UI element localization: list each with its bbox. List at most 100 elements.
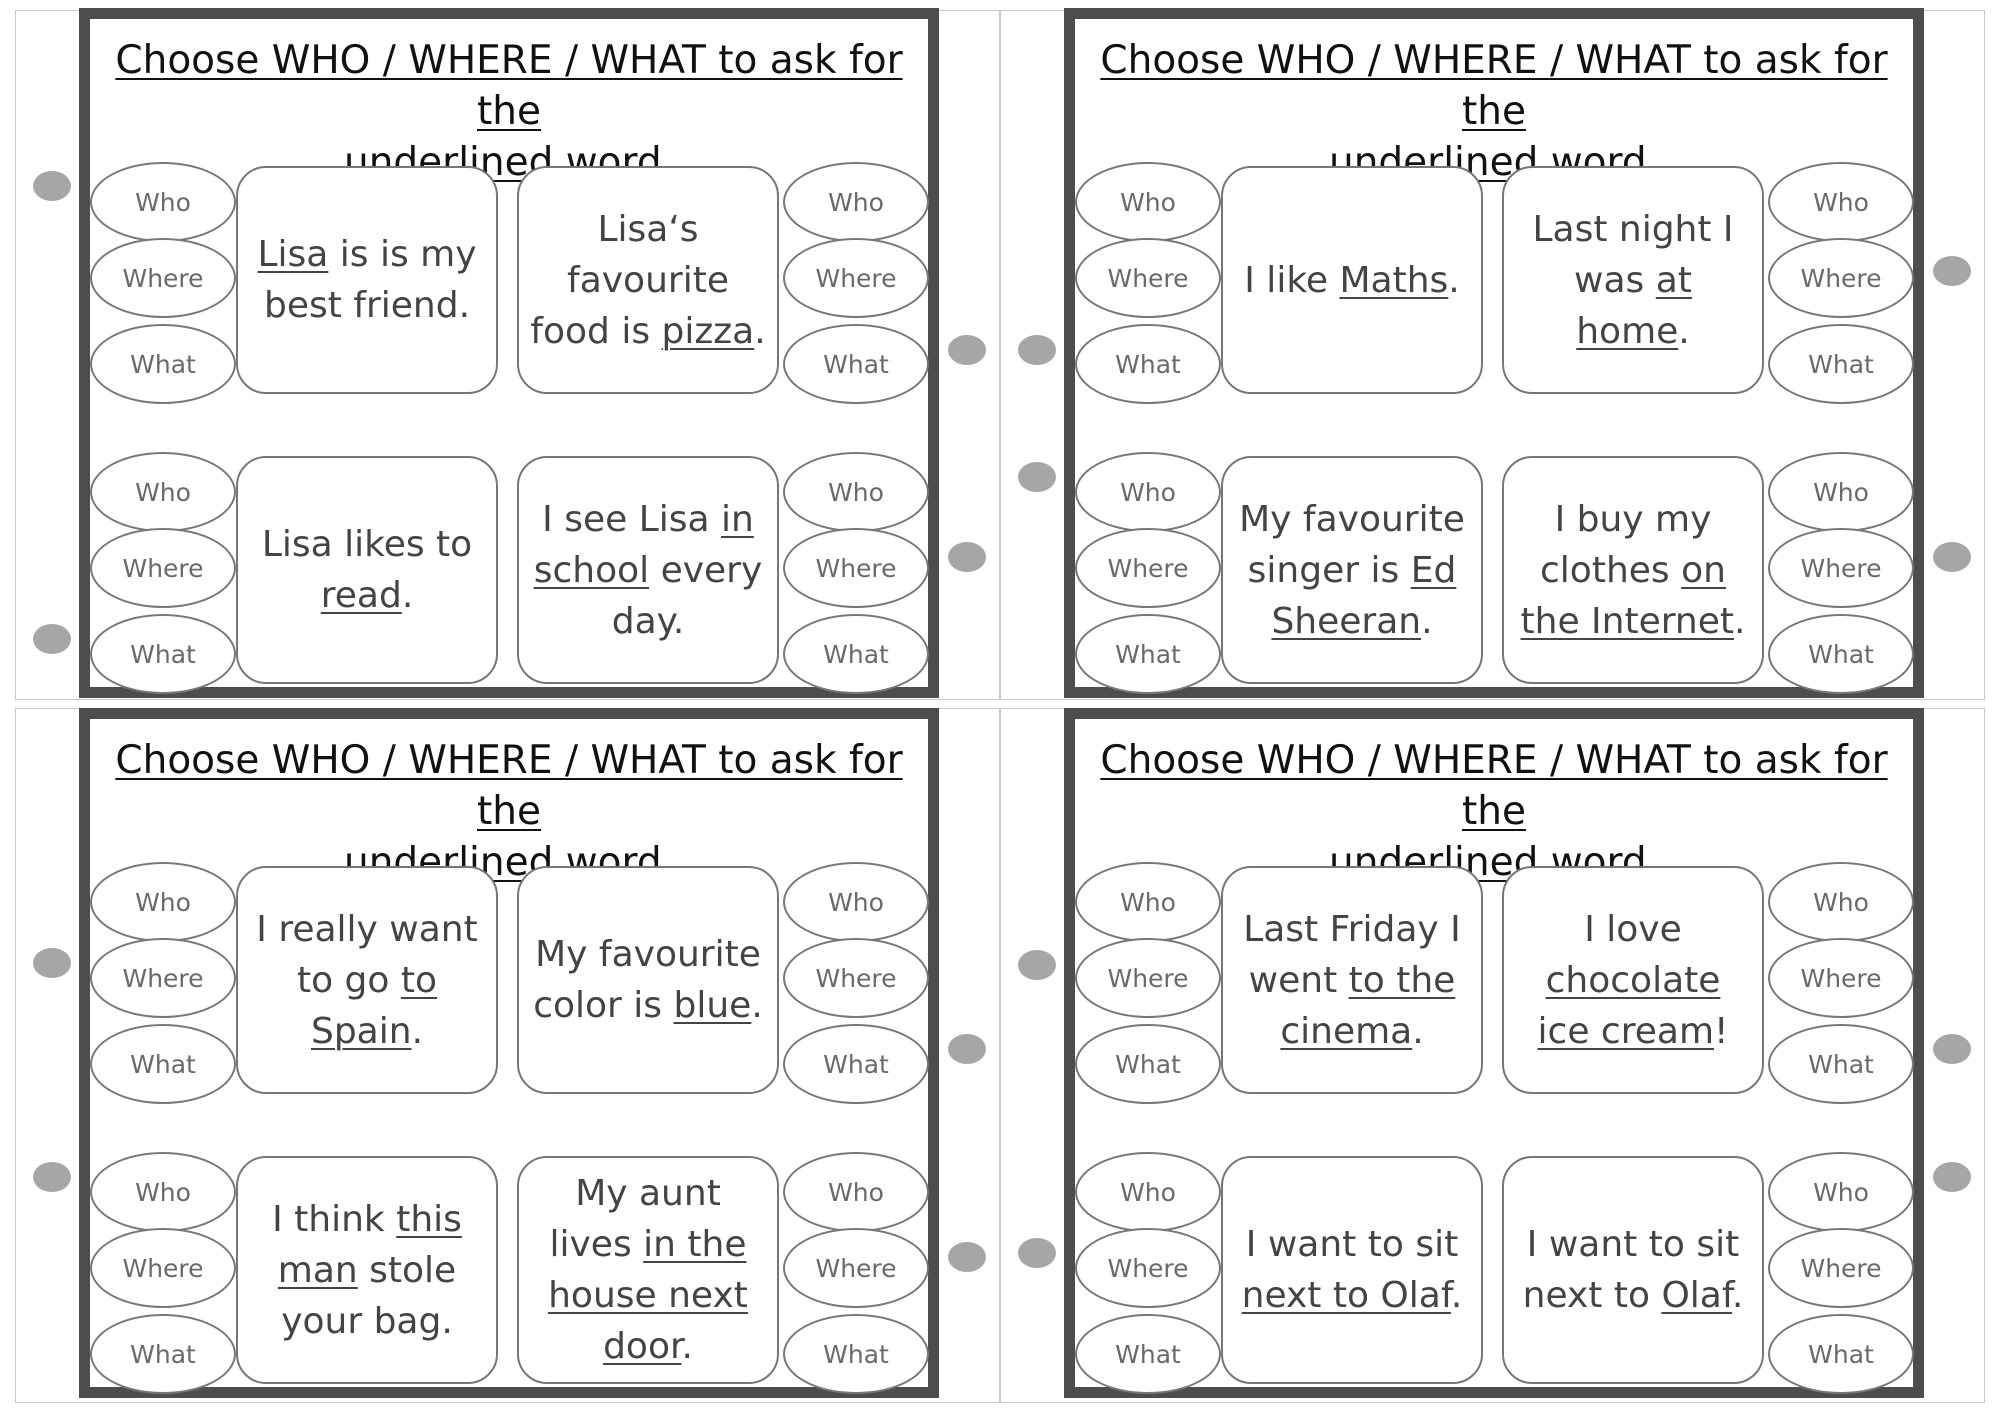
sentence-text: I really want to go to Spain.: [248, 904, 486, 1057]
sentence-box: Last night I was at home.: [1502, 166, 1764, 394]
option-what[interactable]: What: [1768, 1314, 1914, 1394]
option-who[interactable]: Who: [783, 862, 929, 942]
option-who[interactable]: Who: [1768, 1152, 1914, 1232]
punch-hole: [33, 948, 71, 978]
card-title: Choose WHO / WHERE / WHAT to ask for the…: [1075, 735, 1913, 888]
punch-hole: [33, 171, 71, 201]
option-where[interactable]: Where: [1768, 238, 1914, 318]
option-who[interactable]: Who: [783, 452, 929, 532]
sentence-box: I love chocolate ice cream!: [1502, 866, 1764, 1094]
sentence-fragment: .: [1421, 600, 1433, 642]
option-where[interactable]: Where: [90, 1228, 236, 1308]
sentence-fragment: I want to sit: [1245, 1224, 1459, 1265]
option-who[interactable]: Who: [1768, 162, 1914, 242]
card-title-line: Choose WHO / WHERE / WHAT to ask for the: [115, 38, 903, 134]
option-what[interactable]: What: [1075, 1024, 1221, 1104]
option-who[interactable]: Who: [90, 452, 236, 532]
card-title-line: Choose WHO / WHERE / WHAT to ask for the: [1100, 738, 1888, 834]
sentence-fragment: .: [1734, 600, 1746, 642]
sentence-fragment: I see Lisa: [542, 498, 722, 540]
option-what[interactable]: What: [1075, 324, 1221, 404]
sentence-box: I want to sit next to Olaf.: [1502, 1156, 1764, 1384]
sentence-box: I really want to go to Spain.: [236, 866, 498, 1094]
sentence-fragment: .: [411, 1010, 424, 1052]
underlined-word: at home: [1576, 259, 1692, 352]
option-where[interactable]: Where: [1075, 528, 1221, 608]
worksheet-card: Choose WHO / WHERE / WHAT to ask for the…: [79, 8, 939, 698]
underlined-word: pizza: [661, 310, 755, 352]
sentence-fragment: .: [754, 310, 766, 352]
underlined-word: this man: [277, 1198, 462, 1291]
punch-hole: [1933, 542, 1971, 572]
option-where[interactable]: Where: [783, 238, 929, 318]
option-who[interactable]: Who: [1768, 452, 1914, 532]
underlined-word: on the Internet: [1520, 549, 1734, 642]
underlined-word: read: [320, 575, 402, 616]
sentence-text: I think this man stole your bag.: [248, 1194, 486, 1347]
card-title: Choose WHO / WHERE / WHAT to ask for the…: [90, 735, 928, 888]
option-what[interactable]: What: [90, 1024, 236, 1104]
option-what[interactable]: What: [90, 614, 236, 694]
option-what[interactable]: What: [1768, 614, 1914, 694]
sentence-fragment: I really want to go: [256, 908, 478, 1001]
option-what[interactable]: What: [1075, 614, 1221, 694]
option-where[interactable]: Where: [783, 528, 929, 608]
sentence-fragment: .: [751, 985, 763, 1026]
option-who[interactable]: Who: [90, 162, 236, 242]
option-where[interactable]: Where: [1768, 938, 1914, 1018]
option-where[interactable]: Where: [1075, 238, 1221, 318]
sentence-fragment: I love: [1584, 908, 1682, 950]
option-what[interactable]: What: [783, 1024, 929, 1104]
option-where[interactable]: Where: [1768, 1228, 1914, 1308]
punch-hole: [948, 1034, 986, 1064]
option-what[interactable]: What: [783, 324, 929, 404]
option-what[interactable]: What: [783, 1314, 929, 1394]
option-who[interactable]: Who: [1075, 1152, 1221, 1232]
card-title: Choose WHO / WHERE / WHAT to ask for the…: [1075, 35, 1913, 188]
option-who[interactable]: Who: [90, 1152, 236, 1232]
option-who[interactable]: Who: [1075, 452, 1221, 532]
underlined-word: to the cinema: [1280, 959, 1456, 1052]
sentence-text: I buy my clothes on the Internet.: [1514, 494, 1752, 647]
sentence-text: I see Lisa in school every day.: [529, 494, 767, 647]
option-where[interactable]: Where: [90, 528, 236, 608]
option-where[interactable]: Where: [1768, 528, 1914, 608]
option-what[interactable]: What: [1768, 324, 1914, 404]
punch-hole: [33, 624, 71, 654]
option-who[interactable]: Who: [783, 162, 929, 242]
sentence-fragment: My favourite singer is: [1239, 498, 1465, 591]
underlined-word: next to Olaf: [1241, 1275, 1451, 1316]
sentence-fragment: .: [1448, 259, 1460, 301]
option-where[interactable]: Where: [783, 1228, 929, 1308]
sentence-text: I want to sit next to Olaf.: [1233, 1219, 1471, 1321]
underlined-word: Ed Sheeran: [1271, 549, 1457, 642]
sentence-box: I want to sit next to Olaf.: [1221, 1156, 1483, 1384]
option-what[interactable]: What: [783, 614, 929, 694]
sentence-box: I buy my clothes on the Internet.: [1502, 456, 1764, 684]
option-what[interactable]: What: [1075, 1314, 1221, 1394]
option-who[interactable]: Who: [1768, 862, 1914, 942]
sentence-box: Lisa‘s favourite food is pizza.: [517, 166, 779, 394]
punch-hole: [1018, 950, 1056, 980]
option-who[interactable]: Who: [1075, 162, 1221, 242]
option-where[interactable]: Where: [1075, 938, 1221, 1018]
underlined-word: Olaf: [1661, 1275, 1732, 1316]
sentence-fragment: is is my best friend.: [263, 234, 477, 326]
underlined-word: Lisa: [257, 234, 329, 275]
option-who[interactable]: Who: [90, 862, 236, 942]
option-who[interactable]: Who: [783, 1152, 929, 1232]
option-where[interactable]: Where: [1075, 1228, 1221, 1308]
option-what[interactable]: What: [90, 324, 236, 404]
sentence-box: Lisa is is my best friend.: [236, 166, 498, 394]
option-where[interactable]: Where: [783, 938, 929, 1018]
option-what[interactable]: What: [90, 1314, 236, 1394]
punch-hole: [33, 1162, 71, 1192]
option-where[interactable]: Where: [90, 938, 236, 1018]
sentence-text: I like Maths.: [1244, 255, 1460, 306]
option-what[interactable]: What: [1768, 1024, 1914, 1104]
sentence-text: Lisa is is my best friend.: [248, 229, 486, 331]
option-who[interactable]: Who: [1075, 862, 1221, 942]
sentence-text: Lisa likes to read.: [248, 519, 486, 621]
sentence-fragment: .: [1731, 1275, 1744, 1316]
option-where[interactable]: Where: [90, 238, 236, 318]
